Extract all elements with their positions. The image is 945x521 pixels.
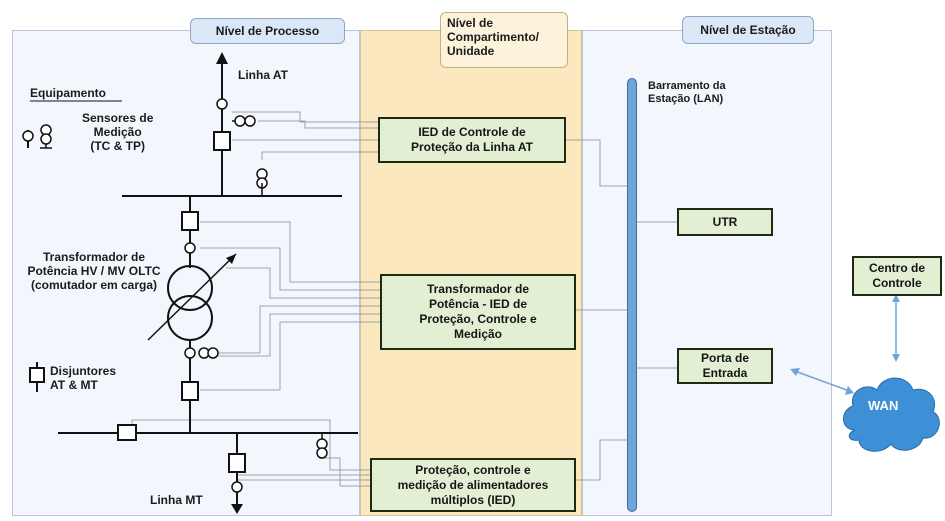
power-transformer-icon — [147, 253, 237, 341]
station-bus-label: Barramento da Estação (LAN) — [648, 80, 726, 105]
power-lines — [27, 58, 358, 504]
station-bus-lan — [627, 78, 637, 512]
breakers-label: Disjuntores AT & MT — [50, 364, 117, 392]
ied-feeders-box: Proteção, controle e medição de alimenta… — [370, 458, 576, 512]
ied-transformer-box: Transformador de Potência - IED de Prote… — [380, 274, 576, 350]
breaker-icons — [29, 131, 246, 473]
control-arrow-icon — [892, 354, 900, 362]
line-at-arrow-icon — [216, 52, 228, 64]
process-level-header: Nível de Processo — [190, 18, 345, 44]
line-mt-arrow-icon — [231, 504, 243, 514]
signal-wires — [131, 111, 677, 487]
gateway-box: Porta de Entrada — [677, 348, 773, 384]
compartment-level-header: Nível de Compartimento/ Unidade — [440, 12, 568, 68]
sensors-label: Sensores de Medição (TC & TP) — [82, 111, 154, 153]
wan-cloud-icon — [843, 377, 940, 452]
line-mt-label: Linha MT — [150, 493, 203, 507]
equipment-label: Equipamento — [30, 86, 107, 100]
utr-box: UTR — [677, 208, 773, 236]
process-level-panel — [12, 30, 360, 516]
control-arrow-icon — [892, 294, 900, 302]
wan-arrow-icon — [790, 368, 800, 376]
transformer-label: Transformador de Potência HV / MV OLTC (… — [27, 250, 161, 292]
ied-line-at-box: IED de Controle de Proteção da Linha AT — [378, 117, 566, 163]
current-transformer-icons — [22, 98, 243, 493]
station-level-panel — [582, 30, 832, 516]
voltage-transformer-icons — [40, 115, 328, 459]
compartment-level-panel — [360, 30, 582, 516]
wan-links — [791, 300, 897, 393]
station-level-header: Nível de Estação — [682, 16, 814, 44]
wan-label: WAN — [868, 398, 899, 413]
line-at-label: Linha AT — [238, 68, 288, 82]
wan-arrow-icon — [845, 386, 854, 395]
control-center-box: Centro de Controle — [852, 256, 942, 296]
